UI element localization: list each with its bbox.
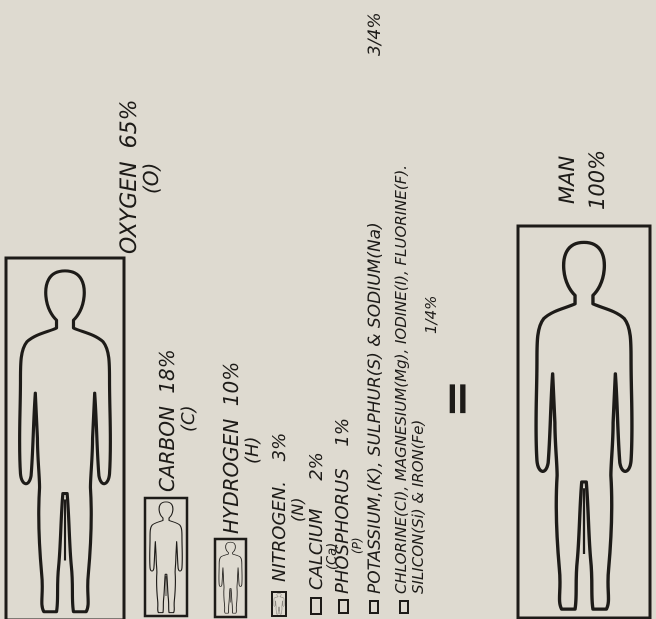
potassium-group-label: POTASSIUM,(K), SULPHUR(S) & SODIUM(Na) 3… (365, 12, 385, 594)
calcium-name: CALCIUM (306, 508, 327, 590)
nitrogen-name: NITROGEN. (269, 481, 290, 582)
nitrogen-figure (272, 592, 286, 616)
hydrogen-percent: 10% (219, 362, 243, 406)
phosphorus-label: PHOSPHORUS 1% (P) (332, 418, 364, 594)
svg-text:PHOSPHORUS 1%: PHOSPHORUS 1% (332, 418, 353, 594)
svg-text:NITROGEN. 3%: NITROGEN. 3% (269, 433, 290, 582)
phosphorus-figure (339, 600, 348, 613)
chlorine-group-percent: 1/4% (422, 296, 440, 334)
hydrogen-name: HYDROGEN (219, 419, 243, 534)
svg-text:HYDROGEN 10%: HYDROGEN 10% (219, 362, 243, 534)
svg-text:CARBON 18%: CARBON 18% (155, 349, 179, 492)
equals-text: = (429, 379, 483, 418)
svg-text:CALCIUM 2%: CALCIUM 2% (306, 452, 327, 590)
carbon-label: CARBON 18% (C) (155, 349, 199, 492)
man-percent: 100% (585, 150, 609, 210)
hydrogen-figure (215, 539, 246, 617)
carbon-percent: 18% (155, 349, 179, 393)
carbon-name: CARBON (155, 406, 179, 492)
chlorine-group-line1: CHLORINE(Cl), MAGNESIUM(Mg), IODINE(I), … (392, 165, 410, 594)
chlorine-group-figure (400, 601, 408, 613)
man-figure (518, 226, 650, 618)
phosphorus-name: PHOSPHORUS (332, 468, 353, 594)
carbon-symbol: (C) (178, 405, 199, 432)
phosphorus-percent: 1% (332, 418, 353, 447)
equals-sign: = (429, 379, 483, 418)
oxygen-symbol: (O) (139, 163, 163, 194)
nitrogen-percent: 3% (269, 433, 290, 462)
calcium-figure (311, 598, 321, 614)
carbon-figure (145, 498, 187, 616)
potassium-group-figure (370, 601, 378, 613)
nitrogen-symbol: (N) (288, 498, 307, 522)
calcium-percent: 2% (306, 452, 327, 481)
potassium-group-line: POTASSIUM,(K), SULPHUR(S) & SODIUM(Na) (365, 222, 385, 594)
oxygen-label: OXYGEN 65% (O) (117, 99, 163, 254)
chlorine-group-line2: SILICON(Si) & IRON(Fe) (409, 420, 427, 594)
potassium-group-percent: 3/4% (365, 12, 385, 56)
oxygen-percent: 65% (117, 99, 142, 148)
phosphorus-symbol: (P) (350, 537, 364, 554)
nitrogen-label: NITROGEN. 3% (N) (269, 433, 307, 582)
hydrogen-symbol: (H) (242, 436, 263, 464)
man-name: MAN (555, 156, 579, 204)
hydrogen-label: HYDROGEN 10% (H) (219, 362, 263, 534)
oxygen-figure (6, 258, 124, 619)
man-label: MAN 100% (555, 150, 609, 210)
